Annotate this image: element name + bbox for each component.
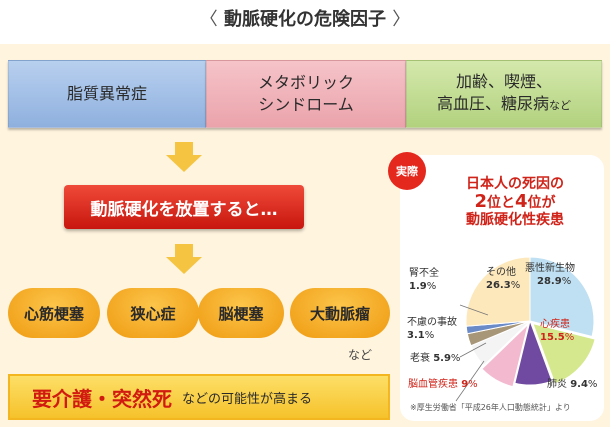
panel-heading-line3: 動脈硬化性疾患: [466, 212, 564, 228]
panel-heading-line1: 日本人の死因の: [466, 176, 564, 192]
risk-factor-lifestyle: 加齢、喫煙、 高血圧、糖尿病など: [406, 60, 602, 128]
title-text: 動脈硬化の危険因子: [224, 9, 386, 30]
panel-heading: 日本人の死因の 2位と4位が 動脈硬化性疾患: [430, 176, 600, 229]
page-title: 〈 動脈硬化の危険因子 〉: [0, 0, 610, 44]
down-arrow-icon: [166, 244, 202, 274]
pie-value: 28.9: [537, 276, 562, 287]
risk-factor-metabolic: メタボリック シンドローム: [206, 60, 406, 128]
pie-slice-pneumonia: [514, 319, 553, 386]
pie-slice-cancer: [529, 256, 595, 338]
risk-factor-label-line1: 加齢、喫煙、: [455, 72, 552, 91]
panel-heading-mid: 位と: [487, 195, 515, 211]
risk-factor-label: 脂質異常症: [66, 84, 147, 103]
pie-slice-heart-disease: [532, 322, 596, 385]
pie-label-heart-disease: 心疾患 15.5%: [540, 319, 575, 343]
pie-label-accident: 不慮の事故 3.1%: [407, 317, 457, 341]
pie-label-cerebrovascular: 脳血管疾患 9%: [408, 379, 478, 390]
rank-number: 4: [515, 191, 528, 212]
risk-factor-row: 脂質異常症 メタボリック シンドローム 加齢、喫煙、 高血圧、糖尿病など: [8, 60, 602, 128]
neglect-banner: 動脈硬化を放置すると…: [64, 185, 304, 229]
diseases-suffix: など: [348, 348, 373, 362]
care-emphasis: 要介護・突然死: [32, 386, 172, 411]
pie-label-pneumonia: 肺炎 9.4%: [547, 379, 598, 390]
pie-leader-line: [459, 304, 489, 316]
pie-slice-other: [465, 256, 531, 327]
rank-number: 2: [474, 191, 487, 212]
down-arrow-icon: [166, 142, 202, 172]
disease-myocardial-infarction: 心筋梗塞: [8, 288, 100, 338]
pie-value: 26.3: [486, 280, 511, 291]
pie-label-senility: 老衰 5.9%: [410, 353, 461, 364]
pie-value: 1.9: [409, 281, 427, 292]
care-rest: などの可能性が高まる: [182, 391, 313, 407]
risk-factor-label-line1: メタボリック: [257, 73, 354, 92]
pie-leader-line: [459, 342, 487, 358]
panel-heading-end: 位が: [527, 195, 556, 211]
death-cause-pie-chart: [455, 256, 596, 402]
fact-badge: 実際: [388, 152, 426, 190]
risk-factor-dyslipidemia: 脂質異常症: [8, 60, 206, 128]
bracket-left: 〈: [199, 9, 218, 30]
risk-factor-suffix: など: [549, 99, 571, 112]
pie-value: 9.4: [570, 379, 588, 390]
risk-factor-label-line2: シンドローム: [258, 95, 354, 114]
risk-factor-label-line2: 高血圧、糖尿病: [436, 94, 549, 113]
bracket-right: 〉: [392, 9, 411, 30]
source-note: ※厚生労働省「平成26年人口動態統計」より: [410, 403, 571, 412]
pie-label-cancer: 悪性新生物 28.9%: [525, 263, 575, 287]
pie-value: 3.1: [407, 330, 425, 341]
disease-aortic-aneurysm: 大動脈瘤: [290, 288, 390, 338]
pie-label-other: その他 26.3%: [486, 267, 521, 291]
pie-leader-line: [455, 360, 485, 402]
pie-label-renal-failure: 腎不全 1.9%: [409, 268, 439, 292]
care-risk-banner: 要介護・突然死 などの可能性が高まる: [8, 374, 390, 420]
disease-angina: 狭心症: [107, 288, 199, 338]
pie-slice-cerebrovascular: [481, 322, 529, 388]
pie-value: 15.5: [540, 332, 565, 343]
disease-cerebral-infarction: 脳梗塞: [198, 288, 284, 338]
pie-value: 9: [461, 379, 469, 390]
pie-value: 5.9: [433, 353, 451, 364]
